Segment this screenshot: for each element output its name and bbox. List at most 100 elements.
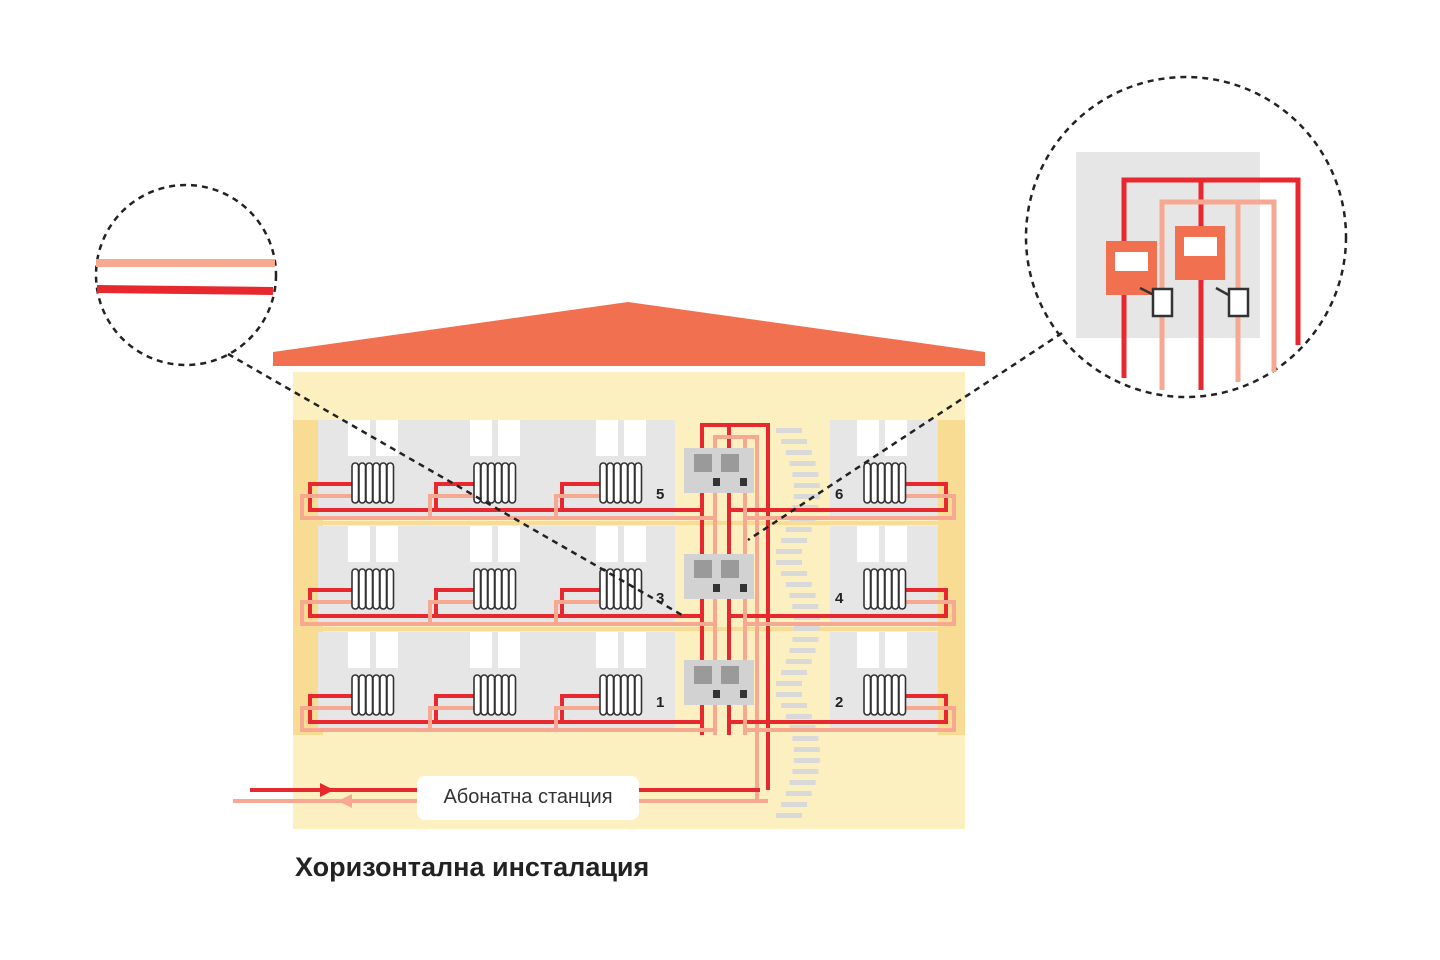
stair-step [789,725,816,730]
radiator-fin [501,568,510,610]
stair-step [793,747,820,752]
radiator-fin [634,462,643,504]
return-pipe [300,600,717,626]
stair-step [789,461,816,466]
apartment-number-6: 6 [835,486,843,503]
radiator-fin [599,568,608,610]
radiator-icon [599,462,643,504]
stair-step [776,692,802,697]
window-icon [376,632,398,668]
radiator-fin [870,462,879,504]
radiator-fin [386,674,395,716]
return-pipe [428,494,474,518]
radiator-fin [473,568,482,610]
heat-meter [721,454,739,472]
radiator-fin [877,568,886,610]
radiator-fin [487,462,496,504]
window-icon [885,526,907,562]
radiator-fin [386,462,395,504]
stair-step [776,560,802,565]
return-pipe [743,706,956,732]
radiator-fin [891,674,900,716]
window-icon [624,632,646,668]
radiator-fin [508,462,517,504]
stair-step [776,428,802,433]
flow-arrow-icon [320,783,334,797]
radiator-fin [508,674,517,716]
radiator-fin [351,462,360,504]
window-icon [376,420,398,456]
staircase-icon [776,428,820,818]
radiator-fin [863,674,872,716]
window-icon [624,420,646,456]
radiator-fin [379,462,388,504]
radiator-fin [627,568,636,610]
radiator-icon [863,674,907,716]
window-icon [885,420,907,456]
stair-step [776,681,802,686]
radiator-fin [372,674,381,716]
radiator-fin [877,462,886,504]
radiator-fin [620,568,629,610]
radiator-fin [480,568,489,610]
radiator-fin [599,674,608,716]
window-icon [470,420,492,456]
heat-meter [721,560,739,578]
radiator-fin [372,462,381,504]
heat-meter-display [1184,237,1217,256]
radiator-fin [365,568,374,610]
radiator-icon [473,674,517,716]
stair-step [781,571,808,576]
radiator-fin [501,462,510,504]
window-icon [348,632,370,668]
return-pipe [743,494,956,520]
stair-step [785,659,812,664]
radiator-fin [870,568,879,610]
stair-step [792,472,819,477]
radiator-fin [487,568,496,610]
radiator-fin [358,674,367,716]
stair-step [789,648,816,653]
valve-icon [713,690,720,698]
meter-cabinets [684,448,754,705]
radiator-fin [372,568,381,610]
radiator-fin [494,462,503,504]
radiator-fin [501,674,510,716]
stair-step [793,758,820,763]
radiator-fin [494,674,503,716]
radiator-fin [480,674,489,716]
supply-pipe [560,588,600,616]
radiator-icon [599,674,643,716]
window-icon [470,632,492,668]
radiator-icon [863,462,907,504]
supply-pipe [727,588,948,618]
stair-step [789,780,816,785]
radiator-icon [351,568,395,610]
valve-icon [713,584,720,592]
valve-icon [740,584,747,592]
radiator-fin [613,674,622,716]
radiator-fin [351,568,360,610]
radiator-fin [358,462,367,504]
stair-step [793,626,820,631]
flow-arrow-icon [338,794,352,808]
radiator-fin [634,568,643,610]
radiator-fin [891,568,900,610]
valve-icon [740,478,747,486]
supply-pipe [434,588,474,616]
window-icon [857,526,879,562]
radiator-fin [358,568,367,610]
stair-step [781,439,808,444]
magnifier-leader [747,331,1063,542]
window-icon [348,420,370,456]
radiator-fin [898,674,907,716]
supply-pipe [727,482,948,512]
heat-meter-icon [684,448,754,493]
stair-step [781,703,808,708]
heat-meter [694,454,712,472]
supply-pipe [560,482,600,510]
stair-step [793,494,820,499]
radiator-icon [351,462,395,504]
apartment-number-4: 4 [835,590,844,607]
